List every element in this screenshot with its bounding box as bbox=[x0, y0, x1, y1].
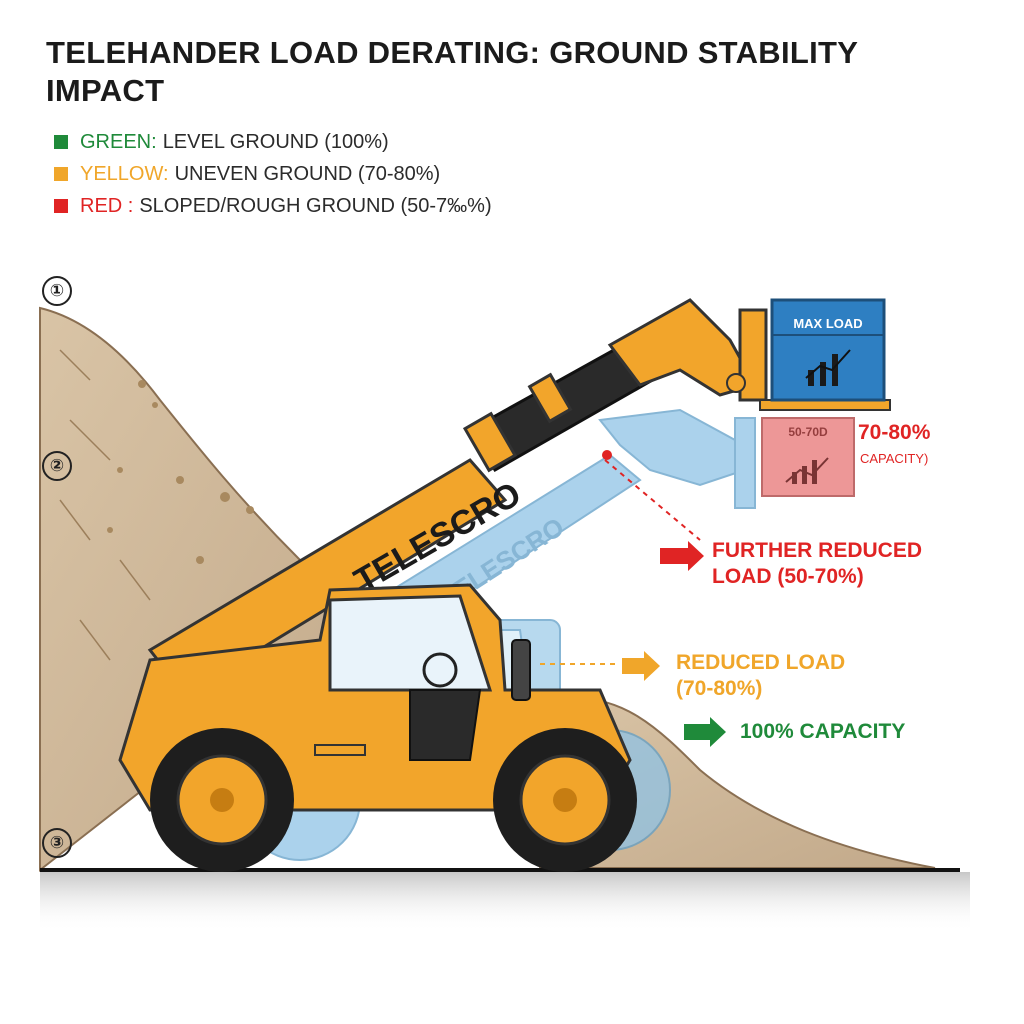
yellow-arrow-icon bbox=[622, 651, 660, 681]
legend-key-yellow: YELLOW: bbox=[80, 162, 169, 185]
reduced-load-line2: (70-80%) bbox=[676, 677, 763, 700]
legend-item-yellow: YELLOW: UNEVEN GROUND (70-80%) bbox=[54, 158, 492, 190]
legend-swatch-green bbox=[54, 135, 68, 149]
page-title: TELEHANDER LOAD DERATING: GROUND STABILI… bbox=[46, 35, 858, 108]
rear-wheel bbox=[150, 728, 294, 872]
reduced-load-callout: REDUCED LOAD (70-80%) bbox=[676, 650, 845, 702]
further-reduced-callout: FURTHER REDUCED LOAD (50-70%) bbox=[712, 538, 922, 590]
legend-key-green: GREEN: bbox=[80, 130, 157, 153]
max-load-assembly: MAX LOAD bbox=[726, 298, 891, 411]
reduced-load-box: 50-70D bbox=[761, 417, 855, 497]
red-dashed-line bbox=[604, 459, 701, 541]
marker-1: ① bbox=[42, 276, 72, 306]
legend-key-red: RED : bbox=[80, 194, 134, 217]
hill-texture bbox=[59, 349, 151, 661]
full-capacity-callout: 100% CAPACITY bbox=[740, 720, 906, 743]
capacity-callout-top-line1: 70-80% bbox=[858, 421, 931, 444]
legend-swatch-yellow bbox=[54, 167, 68, 181]
green-arrow-icon bbox=[684, 717, 726, 747]
marker-3: ③ bbox=[42, 828, 72, 858]
legend-swatch-red bbox=[54, 199, 68, 213]
reduced-load-label: 50-70D bbox=[788, 425, 828, 439]
capacity-callout-top: 70-80% CAPACITY) bbox=[858, 420, 930, 472]
sloped-ground bbox=[39, 306, 362, 873]
ground-shadow bbox=[40, 872, 970, 932]
red-point bbox=[602, 450, 612, 460]
legend-item-green: GREEN: LEVEL GROUND (100%) bbox=[54, 126, 492, 158]
legend-item-red: RED : SLOPED/ROUGH GROUND (50-7‰%) bbox=[54, 190, 492, 222]
legend: GREEN: LEVEL GROUND (100%) YELLOW: UNEVE… bbox=[54, 126, 492, 222]
reduced-load-line1: REDUCED LOAD bbox=[676, 651, 846, 674]
ground-debris bbox=[107, 380, 254, 564]
front-wheel bbox=[493, 728, 637, 872]
red-arrow-icon bbox=[660, 541, 704, 571]
marker-2: ② bbox=[42, 451, 72, 481]
further-reduced-line1: FURTHER REDUCED bbox=[712, 539, 922, 562]
legend-text-red: SLOPED/ROUGH GROUND (50-7‰%) bbox=[139, 194, 492, 217]
legend-text-yellow: UNEVEN GROUND (70-80%) bbox=[174, 162, 441, 185]
capacity-callout-top-line2: CAPACITY) bbox=[860, 451, 929, 466]
legend-text-green: LEVEL GROUND (100%) bbox=[162, 130, 389, 153]
further-reduced-line2: LOAD (50-70%) bbox=[712, 565, 864, 588]
max-load-label: MAX LOAD bbox=[793, 316, 862, 331]
